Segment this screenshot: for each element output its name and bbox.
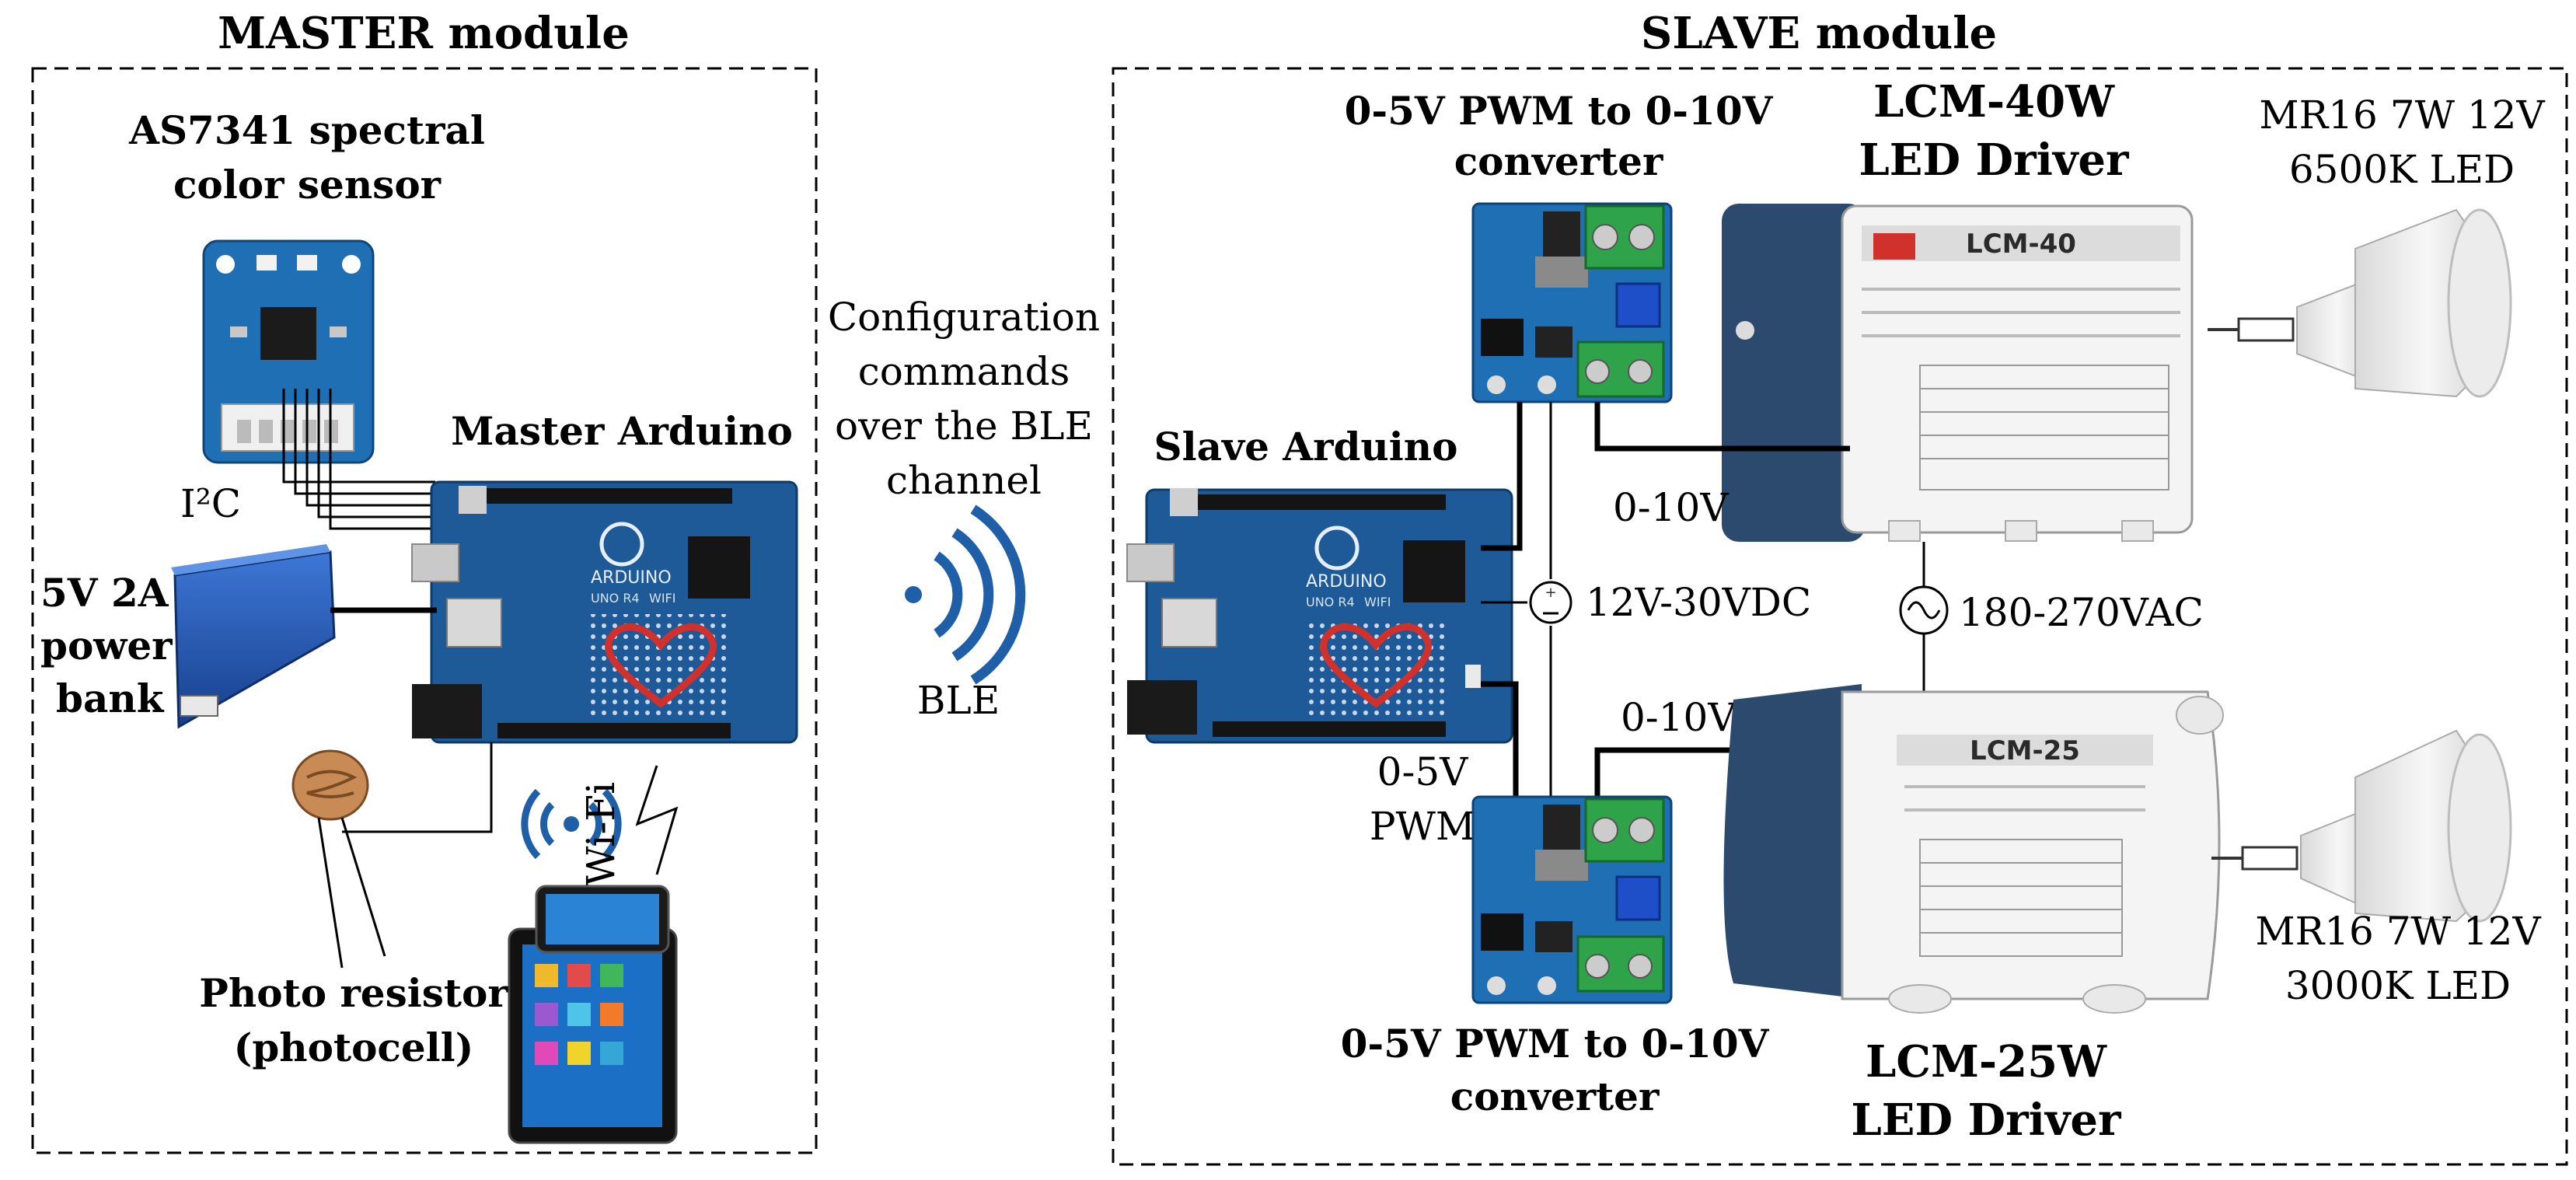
powerbank-label-line3: bank	[56, 676, 165, 721]
wifi-label: Wi-Fi	[578, 782, 623, 886]
lcm40-driver: LCM-40	[1722, 204, 2194, 542]
ble-text-line3: over the BLE	[835, 403, 1093, 449]
slave-module: SLAVE module 0-5V PWM to 0-10V converter…	[1112, 8, 2568, 1166]
ble-label: BLE	[917, 678, 1000, 723]
ble-text-line2: commands	[858, 349, 1070, 394]
sensor-label-line2: color sensor	[173, 162, 442, 208]
ac-label: 180-270VAC	[1959, 590, 2204, 635]
converter-bottom-label-line2: converter	[1450, 1074, 1660, 1119]
ble-text-line4: channel	[886, 458, 1042, 503]
powerbank-label-line2: power	[40, 623, 173, 669]
ble-text-line1: Configuration	[828, 295, 1100, 340]
driver25-print: LCM-25	[1970, 735, 2080, 766]
slave-wiring	[1481, 402, 1925, 797]
pwm-converter-bottom	[1471, 795, 1673, 1004]
led-bulb-top	[2208, 208, 2512, 398]
dc-plus: +	[1545, 585, 1556, 601]
slave-arduino-label: Slave Arduino	[1154, 424, 1458, 470]
master-arduino-label: Master Arduino	[451, 408, 793, 454]
master-module-title: MASTER module	[218, 8, 630, 59]
led-bulb-bottom	[2211, 729, 2512, 923]
ble-signal-icon	[905, 504, 1026, 685]
i2c-wires	[282, 389, 435, 530]
as7341-sensor-board	[202, 239, 375, 464]
dc-source-icon: +	[1529, 581, 1572, 624]
slave-board-variant: WIFI	[1364, 595, 1391, 609]
slave-module-border	[1112, 67, 2568, 1166]
wifi-icon	[521, 788, 622, 860]
converter-top-label-line2: converter	[1454, 138, 1663, 184]
photoresistor	[291, 749, 386, 969]
slave-module-title: SLAVE module	[1641, 8, 1997, 59]
driver40-label-line1: LCM-40W	[1873, 76, 2115, 127]
driver25-label-line2: LED Driver	[1851, 1094, 2122, 1146]
phone-device	[535, 885, 670, 954]
power-bank	[171, 544, 336, 729]
slave-board-model: UNO R4	[1306, 595, 1355, 609]
driver40-label-line2: LED Driver	[1859, 134, 2130, 186]
converter-top-label-line1: 0-5V PWM to 0-10V	[1345, 88, 1774, 134]
led-bottom-label-line1: MR16 7W 12V	[2255, 909, 2541, 954]
i2c-label: I²C	[180, 481, 241, 526]
driver40-print: LCM-40	[1966, 229, 2076, 260]
master-board-brand: ARDUINO	[591, 568, 672, 588]
pwm-label-line1: 0-5V	[1377, 749, 1469, 794]
powerbank-label-line1: 5V 2A	[40, 570, 169, 616]
wifi-lightning	[635, 765, 679, 875]
photoresistor-wire	[342, 742, 493, 833]
tablet-device	[508, 927, 678, 1144]
sensor-label-line1: AS7341 spectral	[128, 107, 485, 153]
master-module-border	[31, 67, 818, 1154]
pwm-converter-top	[1471, 202, 1673, 403]
ble-link: Configuration commands over the BLE chan…	[828, 295, 1100, 723]
converter-bottom-label-line1: 0-5V PWM to 0-10V	[1341, 1021, 1770, 1067]
photoresistor-label-line2: (photocell)	[234, 1025, 474, 1070]
slave-board-brand: ARDUINO	[1306, 572, 1387, 592]
slave-arduino-board: ARDUINO UNO R4 WIFI	[1126, 488, 1513, 744]
led-top-label-line1: MR16 7W 12V	[2259, 93, 2545, 138]
v010-top-label: 0-10V	[1613, 485, 1729, 530]
photoresistor-label-line1: Photo resistor	[199, 970, 508, 1016]
master-board-model: UNO R4	[591, 591, 640, 606]
v010-bottom-label: 0-10V	[1621, 695, 1737, 740]
dc-label: 12V-30VDC	[1586, 580, 1811, 625]
driver25-label-line1: LCM-25W	[1866, 1036, 2107, 1087]
pwm-label-line2: PWM	[1370, 804, 1475, 849]
ac-source-icon	[1899, 585, 1949, 635]
lcm25-driver: LCM-25	[1723, 684, 2224, 1014]
master-arduino-board: ARDUINO UNO R4 WIFI	[411, 480, 798, 744]
master-board-variant: WIFI	[649, 591, 675, 606]
led-bottom-label-line2: 3000K LED	[2285, 963, 2511, 1008]
led-top-label-line2: 6500K LED	[2289, 147, 2515, 192]
master-module: MASTER module AS7341 spectral color sens…	[31, 8, 818, 1154]
